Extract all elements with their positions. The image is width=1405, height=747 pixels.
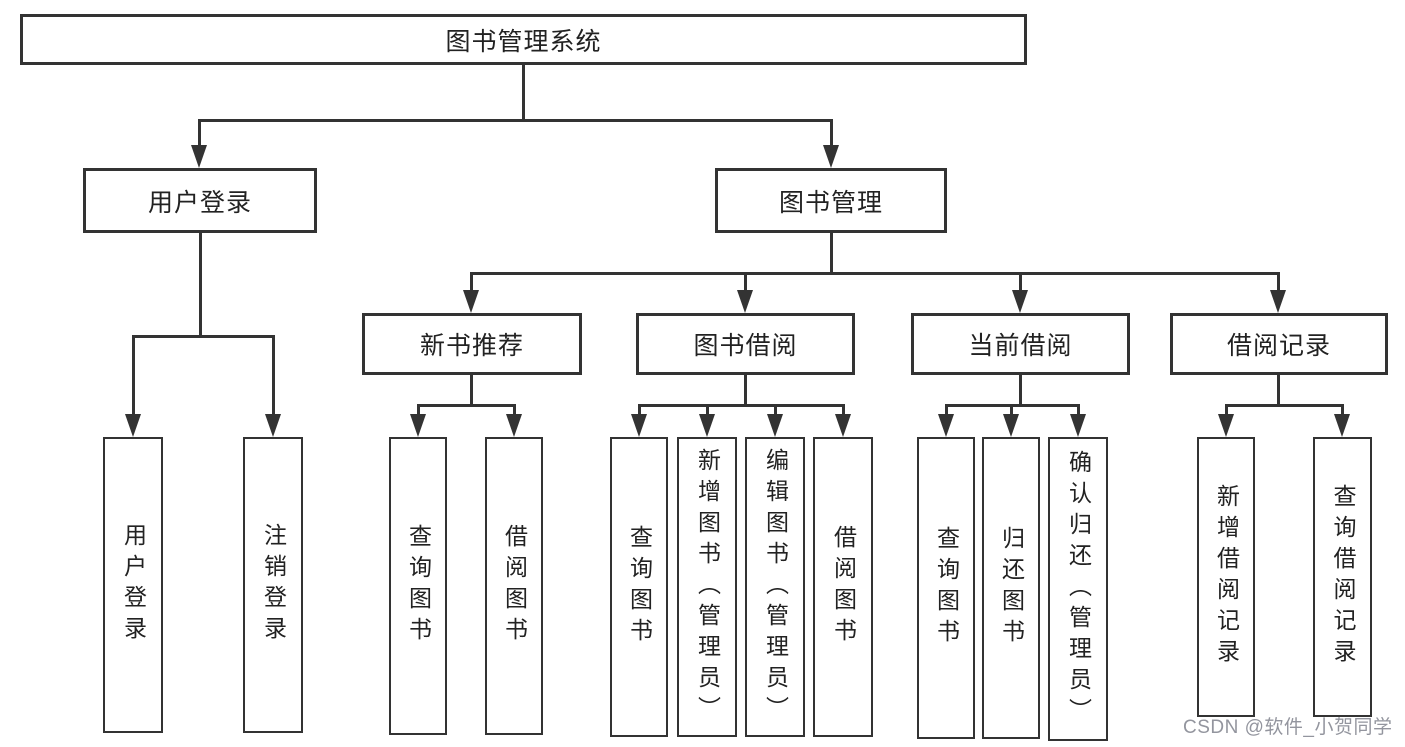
connector-arrow-shaft <box>513 405 516 417</box>
arrowhead-down-icon <box>410 414 426 437</box>
arrowhead-down-icon <box>1070 414 1086 437</box>
leaf-return-book-label: 归还图书 <box>998 526 1025 650</box>
box-book-borrowing-label: 图书借阅 <box>693 332 798 360</box>
connector-arrow-shaft <box>830 120 833 148</box>
arrowhead-down-icon <box>1334 414 1350 437</box>
connector-arrow-shaft <box>744 273 747 293</box>
connector-stem <box>522 65 525 120</box>
box-book-management-label: 图书管理 <box>778 188 883 217</box>
leaf-add-borrow-record: 新增借阅记录 <box>1197 437 1255 717</box>
leaf-query-books-current-label: 查询图书 <box>933 526 960 650</box>
arrowhead-down-icon <box>631 414 647 437</box>
connector-stem <box>199 233 202 336</box>
connector-hline <box>417 404 516 407</box>
leaf-query-borrow-record-label: 查询借阅记录 <box>1330 484 1356 670</box>
connector-arrow-shaft <box>638 405 641 417</box>
leaf-logout-label: 注销登录 <box>260 523 287 647</box>
arrowhead-down-icon <box>463 290 479 313</box>
connector-arrow-shaft <box>1010 405 1013 417</box>
leaf-edit-book-admin-label: 编辑图书（管理员） <box>762 447 789 727</box>
box-user-login-label: 用户登录 <box>147 188 252 217</box>
leaf-query-borrow-record: 查询借阅记录 <box>1313 437 1372 717</box>
arrowhead-down-icon <box>265 414 281 437</box>
connector-hline <box>638 404 845 407</box>
connector-stem <box>1019 375 1022 405</box>
leaf-add-book-admin: 新增图书（管理员） <box>677 437 737 737</box>
leaf-add-book-admin-label: 新增图书（管理员） <box>694 447 721 727</box>
box-borrowing-records-label: 借阅记录 <box>1226 332 1331 360</box>
leaf-return-book: 归还图书 <box>982 437 1040 739</box>
arrowhead-down-icon <box>1012 290 1028 313</box>
watermark-text: CSDN @软件_小贺同学 <box>1183 717 1393 738</box>
connector-arrow-shaft <box>1077 405 1080 417</box>
connector-stem <box>470 375 473 405</box>
leaf-borrow-books-recommend: 借阅图书 <box>485 437 543 735</box>
leaf-query-books-recommend-label: 查询图书 <box>405 524 432 648</box>
leaf-query-books-recommend: 查询图书 <box>389 437 447 735</box>
box-library-management-system-label: 图书管理系统 <box>445 27 602 56</box>
arrowhead-down-icon <box>506 414 522 437</box>
leaf-query-books-current: 查询图书 <box>917 437 975 739</box>
connector-arrow-shaft <box>272 336 275 417</box>
box-current-borrowing-label: 当前借阅 <box>968 332 1073 360</box>
leaf-confirm-return-admin-label: 确认归还（管理员） <box>1065 449 1092 729</box>
leaf-borrow-books-borrowing-label: 借阅图书 <box>830 525 857 649</box>
connector-hline <box>470 272 1280 275</box>
box-current-borrowing: 当前借阅 <box>911 313 1130 375</box>
box-book-borrowing: 图书借阅 <box>636 313 855 375</box>
leaf-user-login: 用户登录 <box>103 437 163 733</box>
connector-arrow-shaft <box>132 336 135 417</box>
connector-hline <box>198 119 833 122</box>
leaf-borrow-books-borrowing: 借阅图书 <box>813 437 873 737</box>
connector-arrow-shaft <box>706 405 709 417</box>
box-borrowing-records: 借阅记录 <box>1170 313 1388 375</box>
leaf-confirm-return-admin: 确认归还（管理员） <box>1048 437 1108 741</box>
arrowhead-down-icon <box>737 290 753 313</box>
connector-stem <box>830 233 833 273</box>
leaf-edit-book-admin: 编辑图书（管理员） <box>745 437 805 737</box>
leaf-add-borrow-record-label: 新增借阅记录 <box>1213 484 1240 670</box>
arrowhead-down-icon <box>1218 414 1234 437</box>
connector-arrow-shaft <box>842 405 845 417</box>
connector-arrow-shaft <box>198 120 201 148</box>
connector-arrow-shaft <box>470 273 473 293</box>
connector-arrow-shaft <box>1277 273 1280 293</box>
arrowhead-down-icon <box>191 145 207 168</box>
connector-hline <box>1225 404 1344 407</box>
arrowhead-down-icon <box>835 414 851 437</box>
box-new-book-recommend: 新书推荐 <box>362 313 582 375</box>
connector-stem <box>744 375 747 405</box>
box-new-book-recommend-label: 新书推荐 <box>419 332 524 360</box>
arrowhead-down-icon <box>1270 290 1286 313</box>
connector-arrow-shaft <box>417 405 420 417</box>
arrowhead-down-icon <box>1003 414 1019 437</box>
arrowhead-down-icon <box>125 414 141 437</box>
arrowhead-down-icon <box>699 414 715 437</box>
box-library-management-system: 图书管理系统 <box>20 14 1027 65</box>
arrowhead-down-icon <box>823 145 839 168</box>
box-user-login: 用户登录 <box>83 168 317 233</box>
connector-hline <box>132 335 275 338</box>
leaf-query-books-borrowing: 查询图书 <box>610 437 668 737</box>
connector-arrow-shaft <box>774 405 777 417</box>
connector-arrow-shaft <box>1225 405 1228 417</box>
connector-arrow-shaft <box>945 405 948 417</box>
leaf-query-books-borrowing-label: 查询图书 <box>626 525 653 649</box>
leaf-logout: 注销登录 <box>243 437 303 733</box>
leaf-user-login-label: 用户登录 <box>120 523 147 647</box>
connector-arrow-shaft <box>1019 273 1022 293</box>
connector-stem <box>1277 375 1280 405</box>
leaf-borrow-books-recommend-label: 借阅图书 <box>501 524 528 648</box>
connector-arrow-shaft <box>1341 405 1344 417</box>
arrowhead-down-icon <box>767 414 783 437</box>
arrowhead-down-icon <box>938 414 954 437</box>
box-book-management: 图书管理 <box>715 168 947 233</box>
